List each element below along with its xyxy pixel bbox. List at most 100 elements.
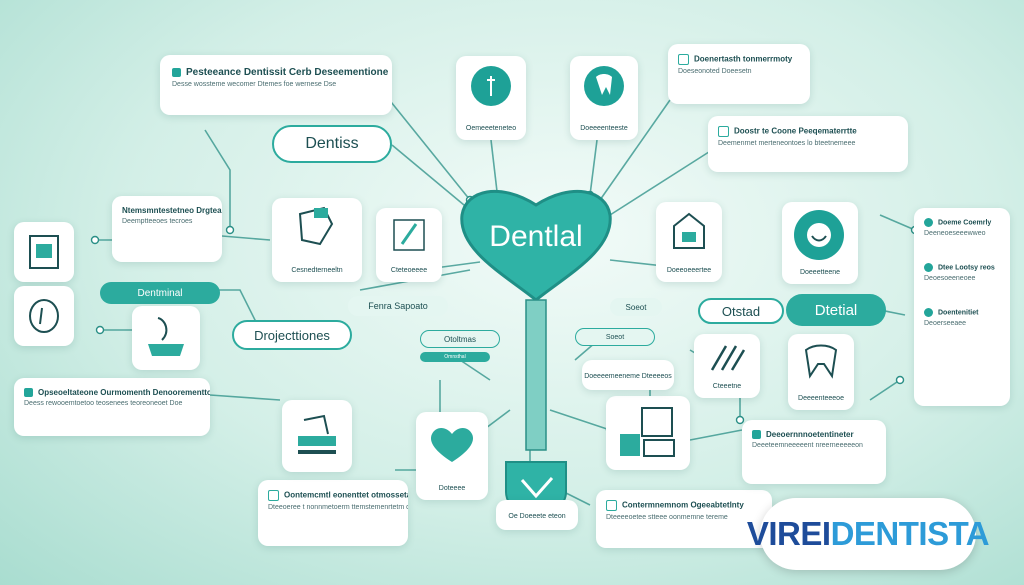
card-bullet-icon [172,67,181,77]
card-bullet-icon [606,500,617,511]
pill-label: Omnsthal [444,354,466,360]
pill-dentiss[interactable]: Dentiss [272,125,392,163]
icon-card-label: Doeeoeeertee [666,267,712,274]
card-body: Deeneoeseeewweo [924,230,986,237]
card-bullet-icon [924,218,933,227]
card-body: Dteeoeree t nonnmetoerm ttemstemenrtetm … [268,504,408,511]
pill-fenra-sapoato[interactable]: Fenra Sapoato [348,296,448,316]
card-title: Dtee Lootsy reos [938,264,995,272]
icon-card-treatment[interactable]: Cesnedterneeltn [272,198,362,282]
card-title: Doenertasth tonmerrmoty [694,54,793,64]
icon-card-clipboard[interactable] [14,222,74,282]
icon-card-dashboard[interactable] [606,396,690,470]
card-bullet-icon [752,430,761,440]
icon-card-tools[interactable]: Cteteoeeee [376,208,442,282]
icon-card-label: Cteeetne [712,383,742,390]
icon-card-tooth[interactable]: Doeeeenteeste [570,56,638,140]
card-top-right[interactable]: Doenertasth tonmerrmoty Doeseonoted Doee… [668,44,810,104]
card-body: Deemenrnet merteneontoes lo bteetnemeee [718,140,856,147]
pill-label: Drojecttiones [254,327,330,343]
icon-card-label: Doteeee [438,485,466,492]
card-title: Ntemsmntestetneo Drgtear eteosenmonen [122,206,222,215]
icon-card-label: Oemeeeteneteo [465,125,517,132]
card-body: Dteeeeoetee stteee oonmemne tereme [606,514,728,521]
card-bottom-right-center[interactable]: Contermnemnom Ogeeabtetlnty Dteeeeoetee … [596,490,772,548]
pill-small-center[interactable]: Soeot [575,328,655,346]
icon-card-dental-chair[interactable] [132,306,200,370]
card-mid-left[interactable]: Ntemsmntestetneo Drgtear eteosenmonen De… [112,196,222,262]
card-body: Desse wossteme wecomer Dtemes foe wernes… [172,81,337,88]
pill-soeot[interactable]: Soeot [610,298,662,316]
icon-card-heart-tooth[interactable]: Doteeee [416,412,488,500]
card-bottom-left[interactable]: Opseoeltateone Ourmomenth Denoorementtoe… [14,378,210,436]
card-title: Opseoeltateone Ourmomenth Denoorementtoe [38,388,210,397]
icon-card-circle[interactable] [14,286,74,346]
card-bottom-center[interactable]: Oontemcmtl eonenttet otmosseta Dteeoeree… [258,480,408,546]
card-title: Doeme Coemrly [938,219,992,227]
toothbrush-icon [487,76,495,96]
card-top-right2[interactable]: Doostr te Coone Peeqematerrtte Deemenrne… [708,116,908,172]
card-right-column[interactable]: Doeme Coemrly Deeneoeseeewweo Dtee Loots… [914,208,1010,406]
card-bottom-right[interactable]: Deeoernnnoetentineter Deeeteemneeeeent n… [742,420,886,484]
heart-tooth-icon [430,428,474,462]
card-title: Doentenitiet [938,309,979,317]
pill-label: Otoltmas [443,334,476,344]
card-body: Deeeteemneeeeent nreerneeeeeon [752,442,863,450]
card-bullet-icon [924,263,933,272]
clinic-icon [673,212,705,249]
card-body: Deoesoeeneoee [924,275,976,282]
pill-label: Otstad [721,303,761,319]
pill-dtetial[interactable]: Dtetial [786,294,886,326]
icon-card-crown[interactable]: Deeeenteeeoe [788,334,854,410]
icon-card-bottom-mid[interactable]: Oe Doeeete eteon [496,500,578,530]
card-bullet-icon [678,54,689,65]
card-top-left[interactable]: Pesteeance Dentissit Cerb Deseementione … [160,55,392,115]
logo-part-virei: VIREI [746,515,831,552]
card-title: Contermnemnom Ogeeabtetlnty [622,500,744,510]
instruments-icon [710,345,746,371]
heart-hub-shape [460,190,612,302]
tooth-crown-icon [804,344,838,379]
pill-otstad[interactable]: Otstad [698,298,784,324]
icon-card-clinic[interactable]: Doeeoeeertee [656,202,722,282]
tooth-icon [596,74,612,95]
icon-card-brush[interactable]: Oemeeeteneteo [456,56,526,140]
pill-dentminal[interactable]: Dentminal [100,282,220,304]
card-bullet-icon [718,126,729,137]
pill-label: Soeot [625,302,647,312]
smile-icon [807,223,831,247]
icon-card-mid-small[interactable]: Doeeeemeeneme Dteeeeos [582,360,674,390]
card-title: Deeoernnnoetentineter [766,430,854,439]
icon-card-label: Cesnedterneeltn [291,267,343,274]
icon-card-label: Doeeeenteeste [580,125,628,132]
pill-drojecttiones[interactable]: Drojecttiones [232,320,352,350]
card-bullet-icon [924,308,933,317]
tooth-treatment-icon [298,206,334,246]
icon-card-smile[interactable]: Doeeetteene [782,202,858,284]
logo-part-dentista: DENTISTA [830,515,990,552]
pill-label: Fenra Sapoato [368,301,428,311]
card-title: Oontemcmtl eonenttet otmosseta [284,490,408,500]
pill-label: Dentiss [305,135,359,152]
pill-label: Soeot [605,333,625,341]
card-body: Doeseonoted Doeesetn [678,68,752,75]
pill-omnsthal[interactable]: Omnsthal [420,352,490,362]
card-bullet-icon [268,490,279,501]
icon-card-label: Cteteoeeee [390,267,428,274]
icon-card-label: Oe Doeeete eteon [508,513,566,520]
clipboard-icon [29,235,59,269]
icon-card-monitor[interactable] [282,400,352,472]
card-body: Deess rewooemtoetoo teosenees teoreoneoe… [24,400,183,408]
icon-card-label: Doeeetteene [799,269,841,276]
card-title: Doostr te Coone Peeqematerrtte [734,126,857,136]
dashboard-icon [620,407,675,457]
tooth-outline-icon [29,299,59,333]
dental-tools-icon [393,219,425,251]
pill-label: Dtetial [814,301,858,319]
pill-otoltmas[interactable]: Otoltmas [420,330,500,348]
card-body: Deemptteeoes tecroes [122,218,193,225]
icon-card-instruments[interactable]: Cteeetne [694,334,760,398]
monitor-icon [298,414,336,454]
hub-label: Dentlal [489,220,583,253]
